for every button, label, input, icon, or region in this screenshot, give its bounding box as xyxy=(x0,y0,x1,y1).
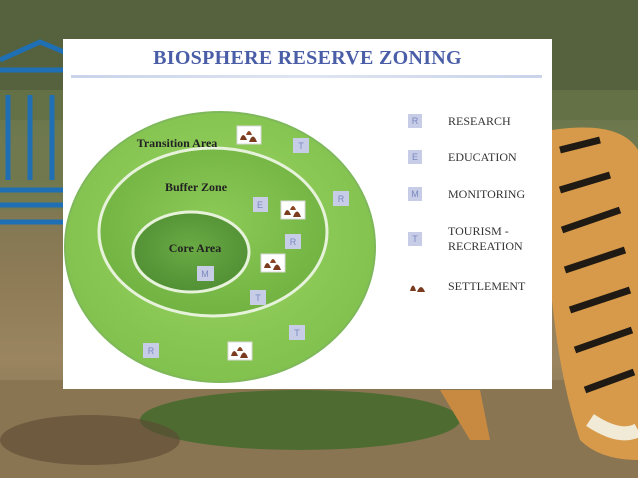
marker-r: R xyxy=(143,343,159,358)
svg-text:R: R xyxy=(148,346,155,356)
legend-item-research: R RESEARCH xyxy=(408,114,511,128)
legend-code: R xyxy=(408,114,422,128)
settlement-icon xyxy=(410,285,425,292)
settlement-icon xyxy=(227,341,253,361)
logo-fragment xyxy=(0,39,65,225)
page-title: BIOSPHERE RESERVE ZONING xyxy=(153,47,462,69)
settlement-icon xyxy=(260,253,286,273)
legend-item-settlement: SETTLEMENT xyxy=(408,279,525,293)
svg-text:E: E xyxy=(257,200,263,210)
svg-text:T: T xyxy=(294,328,300,338)
buffer-zone-label: Buffer Zone xyxy=(165,180,228,194)
legend-label-line2: RECREATION xyxy=(448,239,523,253)
svg-text:R: R xyxy=(290,237,297,247)
core-area-label: Core Area xyxy=(169,241,222,255)
svg-text:T: T xyxy=(298,141,304,151)
marker-e: E xyxy=(253,197,268,212)
legend-label: SETTLEMENT xyxy=(448,279,526,293)
marker-r: R xyxy=(285,234,301,249)
legend-label: MONITORING xyxy=(448,187,526,201)
legend-label: TOURISM - xyxy=(448,224,509,238)
legend-code: T xyxy=(408,232,422,246)
zoning-diagram: Transition Area Buffer Zone Core Area T … xyxy=(64,111,376,383)
tiger-image xyxy=(440,127,638,460)
marker-r: R xyxy=(333,191,349,206)
transition-area-label: Transition Area xyxy=(137,136,218,150)
legend-code: M xyxy=(408,187,422,201)
settlement-icon xyxy=(236,125,262,145)
marker-t: T xyxy=(250,290,266,305)
legend-label: RESEARCH xyxy=(448,114,511,128)
svg-text:T: T xyxy=(255,293,261,303)
marker-t: T xyxy=(289,325,305,340)
legend-item-education: E EDUCATION xyxy=(408,150,517,164)
core-area-zone xyxy=(131,210,251,294)
marker-m: M xyxy=(197,266,214,281)
zoning-card: BIOSPHERE RESERVE ZONING xyxy=(63,39,552,389)
legend-item-tourism: T TOURISM - RECREATION xyxy=(408,224,523,253)
legend-label: EDUCATION xyxy=(448,150,517,164)
settlement-icon xyxy=(280,200,306,220)
svg-text:M: M xyxy=(201,269,209,279)
legend-item-monitoring: M MONITORING xyxy=(408,187,525,201)
legend-code: E xyxy=(408,150,422,164)
marker-t: T xyxy=(293,138,309,153)
svg-text:R: R xyxy=(338,194,345,204)
title-rule xyxy=(71,75,542,78)
